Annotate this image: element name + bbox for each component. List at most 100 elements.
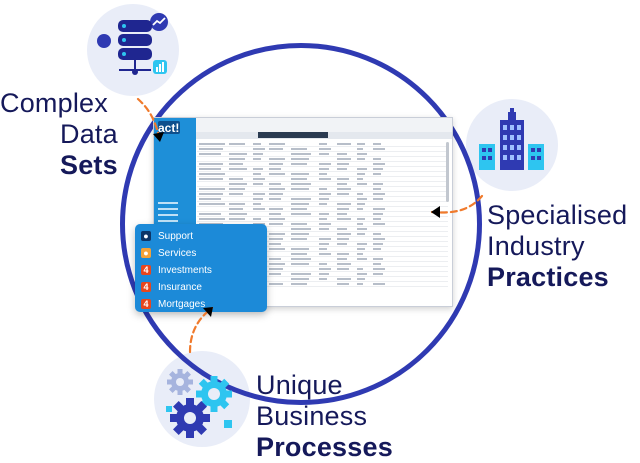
table-cell: [199, 168, 221, 170]
table-cell: [291, 198, 311, 200]
table-cell: [229, 203, 245, 205]
table-cell: [373, 233, 381, 235]
table-cell: [337, 158, 351, 160]
table-row[interactable]: [197, 147, 448, 152]
table-cell: [357, 243, 367, 245]
table-row[interactable]: [197, 187, 448, 192]
arrow-connectors: [136, 97, 484, 354]
table-row[interactable]: [197, 217, 448, 222]
table-cell: [269, 158, 285, 160]
table-cell: [291, 223, 307, 225]
table-cell: [229, 193, 243, 195]
table-cell: [319, 248, 327, 250]
label-line: Business: [256, 401, 368, 431]
table-cell: [269, 283, 283, 285]
table-cell: [357, 208, 363, 210]
table-cell: [269, 268, 283, 270]
table-row[interactable]: [197, 152, 448, 157]
table-cell: [319, 243, 329, 245]
table-row[interactable]: [197, 212, 448, 217]
table-cell: [357, 223, 363, 225]
table-cell: [199, 218, 225, 220]
table-cell: [199, 148, 223, 150]
table-cell: [269, 183, 281, 185]
table-cell: [357, 268, 363, 270]
table-cell: [269, 168, 281, 170]
table-cell: [269, 233, 285, 235]
table-cell: [319, 188, 327, 190]
table-row[interactable]: [197, 167, 448, 172]
table-cell: [253, 158, 261, 160]
table-cell: [269, 248, 285, 250]
sidebar-item[interactable]: [158, 202, 178, 204]
menu-item-label: Investments: [158, 264, 212, 276]
menu-item-label: Support: [158, 230, 194, 242]
table-row[interactable]: [197, 192, 448, 197]
table-cell: [373, 213, 383, 215]
table-cell: [199, 153, 221, 155]
table-cell: [337, 208, 349, 210]
table-cell: [357, 203, 365, 205]
table-cell: [291, 153, 311, 155]
menu-item-investments[interactable]: 4 Investments: [141, 261, 212, 279]
table-cell: [373, 208, 385, 210]
lookup-bar: [258, 132, 328, 138]
arrowhead: [431, 206, 440, 218]
sidebar-item[interactable]: [158, 208, 178, 210]
table-row[interactable]: [197, 172, 448, 177]
people-icon: ●: [141, 231, 151, 241]
act-logo: act!: [158, 121, 180, 135]
complex-data-sets-label: Complex Data Sets: [0, 88, 118, 181]
table-cell: [337, 183, 347, 185]
menu-item-insurance[interactable]: 4 Insurance: [141, 278, 202, 296]
sidebar-item[interactable]: [158, 214, 178, 216]
table-cell: [269, 213, 281, 215]
table-cell: [337, 218, 351, 220]
table-cell: [373, 193, 385, 195]
table-cell: [229, 143, 245, 145]
mortgages-icon: 4: [141, 299, 151, 309]
table-row[interactable]: [197, 182, 448, 187]
table-cell: [319, 273, 329, 275]
services-icon: ●: [141, 248, 151, 258]
menu-item-services[interactable]: ● Services: [141, 244, 196, 262]
table-cell: [229, 158, 245, 160]
table-cell: [269, 208, 283, 210]
table-row[interactable]: [197, 202, 448, 207]
vertical-scrollbar[interactable]: [446, 142, 449, 202]
table-cell: [373, 268, 385, 270]
table-cell: [357, 228, 367, 230]
table-cell: [269, 223, 283, 225]
table-cell: [373, 218, 381, 220]
table-cell: [357, 148, 363, 150]
table-cell: [373, 163, 385, 165]
table-row[interactable]: [197, 162, 448, 167]
table-cell: [373, 173, 381, 175]
table-cell: [337, 168, 347, 170]
table-cell: [269, 263, 285, 265]
gears-icon: [162, 362, 246, 442]
table-cell: [253, 168, 263, 170]
menu-item-mortgages[interactable]: 4 Mortgages: [141, 295, 205, 313]
table-row[interactable]: [197, 207, 448, 212]
table-row[interactable]: [197, 142, 448, 147]
table-cell: [269, 243, 281, 245]
table-cell: [269, 143, 285, 145]
contact-grid[interactable]: [197, 142, 448, 290]
table-row[interactable]: [197, 157, 448, 162]
table-cell: [291, 238, 307, 240]
table-cell: [373, 198, 383, 200]
menu-item-support[interactable]: ● Support: [141, 227, 193, 245]
table-cell: [229, 163, 243, 165]
table-cell: [357, 178, 363, 180]
logo-background: [158, 121, 180, 134]
table-cell: [291, 208, 307, 210]
sidebar-item[interactable]: [158, 220, 178, 222]
menu-item-label: Services: [158, 247, 197, 259]
table-row[interactable]: [197, 197, 448, 202]
table-cell: [229, 178, 243, 180]
table-row[interactable]: [197, 177, 448, 182]
table-cell: [357, 168, 367, 170]
table-cell: [337, 268, 349, 270]
table-cell: [337, 193, 349, 195]
